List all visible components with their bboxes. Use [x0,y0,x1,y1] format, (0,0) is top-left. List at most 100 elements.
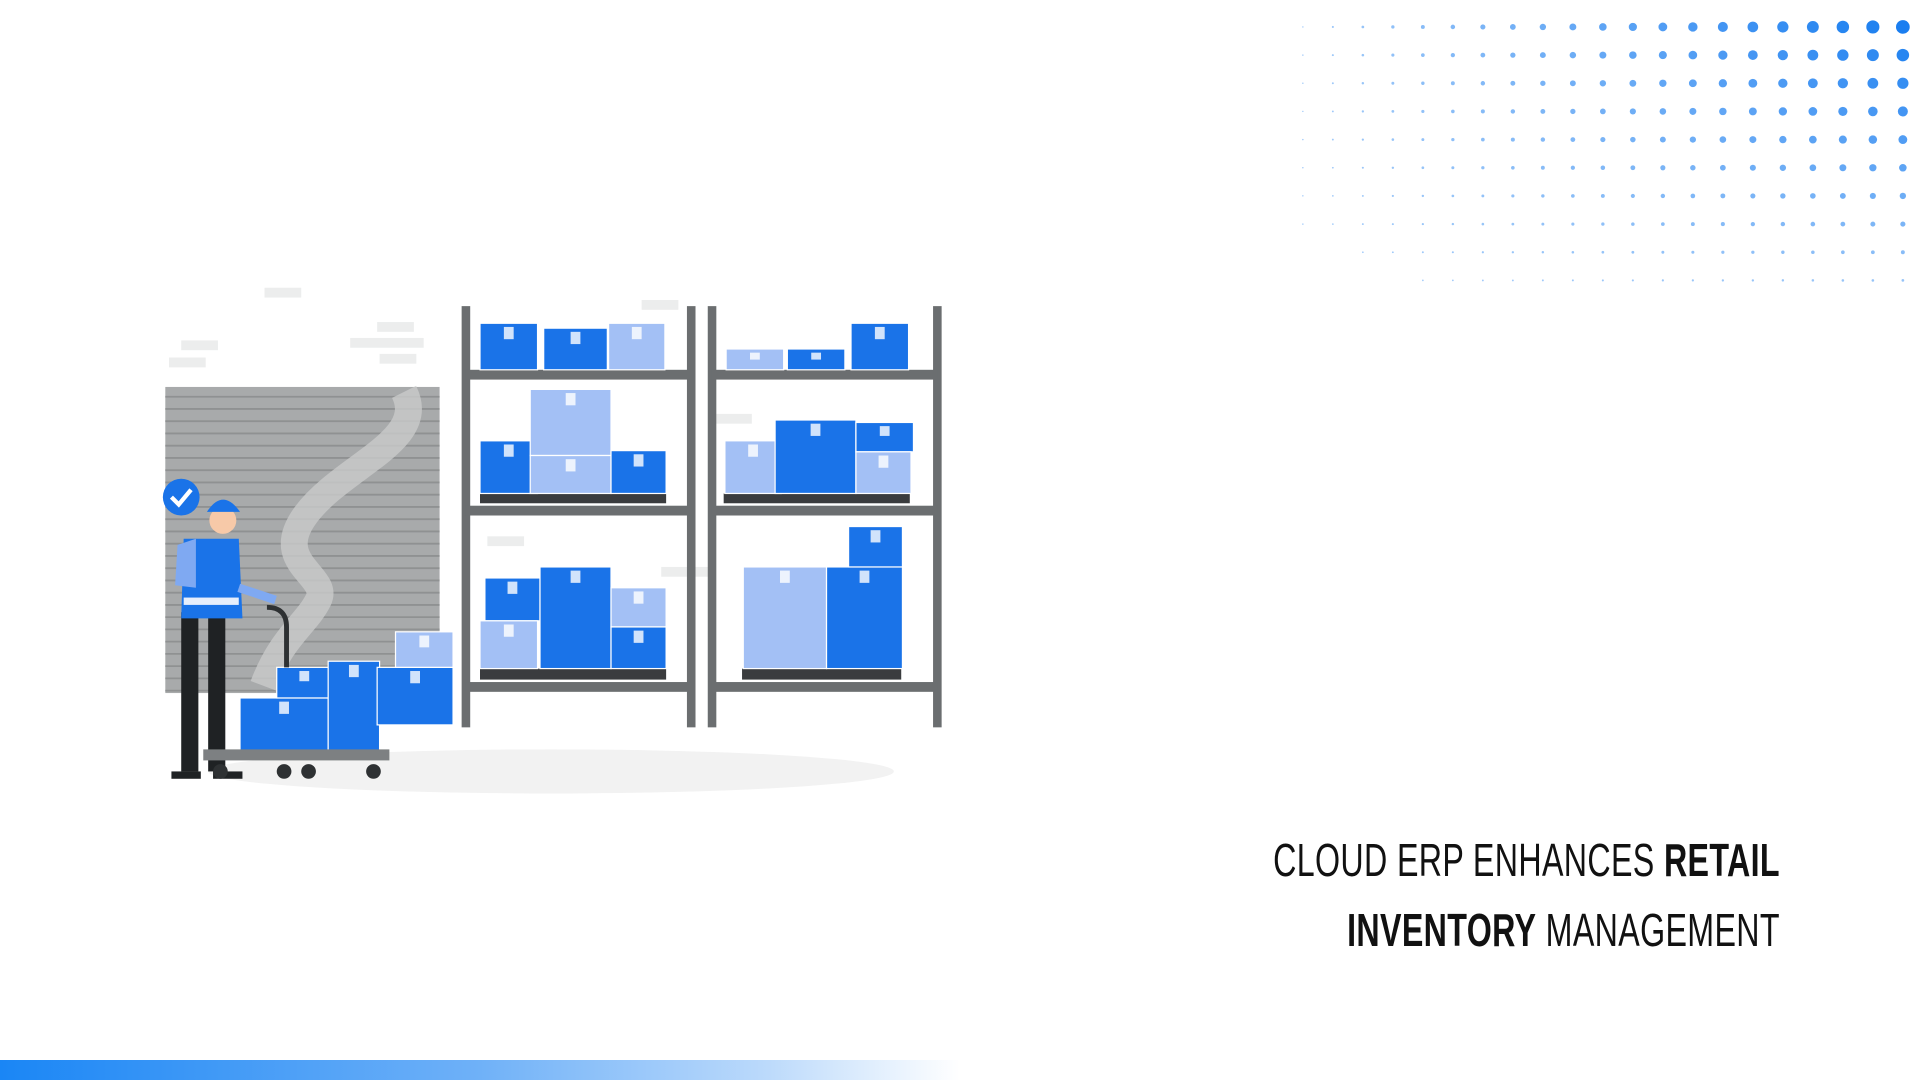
dot [1450,52,1455,58]
dot [1779,164,1787,171]
dot [1719,107,1727,116]
inventory-boxes [239,322,915,752]
dot [1451,279,1454,282]
dot [1421,166,1425,170]
dot [1750,193,1756,199]
dot [1900,221,1906,227]
dot [1361,110,1365,113]
dot [1539,23,1547,31]
dot [1451,194,1455,198]
dot [1600,193,1605,198]
dot [1540,137,1546,142]
dot [1691,250,1695,254]
dot [1540,108,1546,114]
dot [1658,22,1668,32]
dot [1810,221,1816,227]
dot [1896,48,1910,62]
dot [1868,135,1878,144]
dot [1511,279,1514,282]
dot [1480,52,1486,58]
dot [1302,138,1304,141]
dot [1510,109,1516,114]
dot [1720,193,1726,199]
dot [1540,80,1546,86]
dot [1571,194,1575,198]
dot [1809,135,1817,144]
dot [1302,26,1304,28]
box [539,566,612,670]
check-icon [162,478,200,516]
dot [1749,164,1756,171]
dot [1481,166,1485,170]
dot [1480,24,1486,30]
dot [1361,194,1364,197]
dot [1688,22,1698,32]
dot [1659,108,1667,115]
dot [1331,82,1334,85]
dot [1748,78,1758,88]
dot [1391,138,1395,141]
dot [1601,222,1605,226]
dot [1898,135,1908,144]
dot [1511,194,1515,198]
dot [1866,20,1880,34]
dot [1719,136,1727,143]
dot [1569,51,1577,59]
dot [1841,250,1845,255]
dot [1899,192,1907,200]
dot [1391,110,1395,113]
dot [1688,50,1698,60]
dot [1838,135,1847,144]
dot [1361,53,1365,57]
dot [1747,50,1758,60]
dot [1629,51,1637,59]
dot [1630,193,1635,198]
dot [1630,165,1636,171]
dot [1778,107,1788,116]
dot [1331,138,1334,141]
dot [1870,221,1876,227]
dot [1510,80,1516,86]
box [742,566,828,670]
dot [1631,250,1635,254]
dot [1422,279,1424,282]
dot [1361,223,1364,225]
dot [1451,166,1455,170]
dot [1777,21,1789,33]
wall-bricks [168,287,752,577]
dot [1450,81,1455,86]
dot [1721,279,1725,282]
dot [1868,106,1878,117]
dot [1332,195,1334,197]
dot [1451,251,1454,254]
dot [1841,279,1845,282]
dot [1869,192,1876,199]
dot [1451,222,1455,226]
dot [1541,194,1545,198]
dot [1866,49,1879,62]
dot [1571,250,1575,254]
dot [1870,250,1875,255]
dot [1840,221,1846,227]
dot [1302,82,1304,84]
shelf-unit [461,306,942,728]
dot-pattern [1302,20,1910,282]
dot [1839,164,1847,172]
dot [1481,222,1485,226]
dot [1807,78,1818,89]
dot [1601,250,1605,254]
bottom-accent-bar [0,1060,1920,1080]
dot [1629,108,1636,115]
headline: CLOUD ERP ENHANCES RETAIL INVENTORY MANA… [1273,825,1780,965]
dot [1690,193,1696,199]
dot [1659,79,1667,87]
dot [1601,279,1604,282]
dot [1421,53,1425,57]
headline-line-1: CLOUD ERP ENHANCES RETAIL [1273,834,1780,886]
dot [1510,137,1515,142]
dot [1570,165,1575,170]
dot [1836,20,1850,34]
dot [1839,192,1846,199]
dot [1689,107,1697,115]
